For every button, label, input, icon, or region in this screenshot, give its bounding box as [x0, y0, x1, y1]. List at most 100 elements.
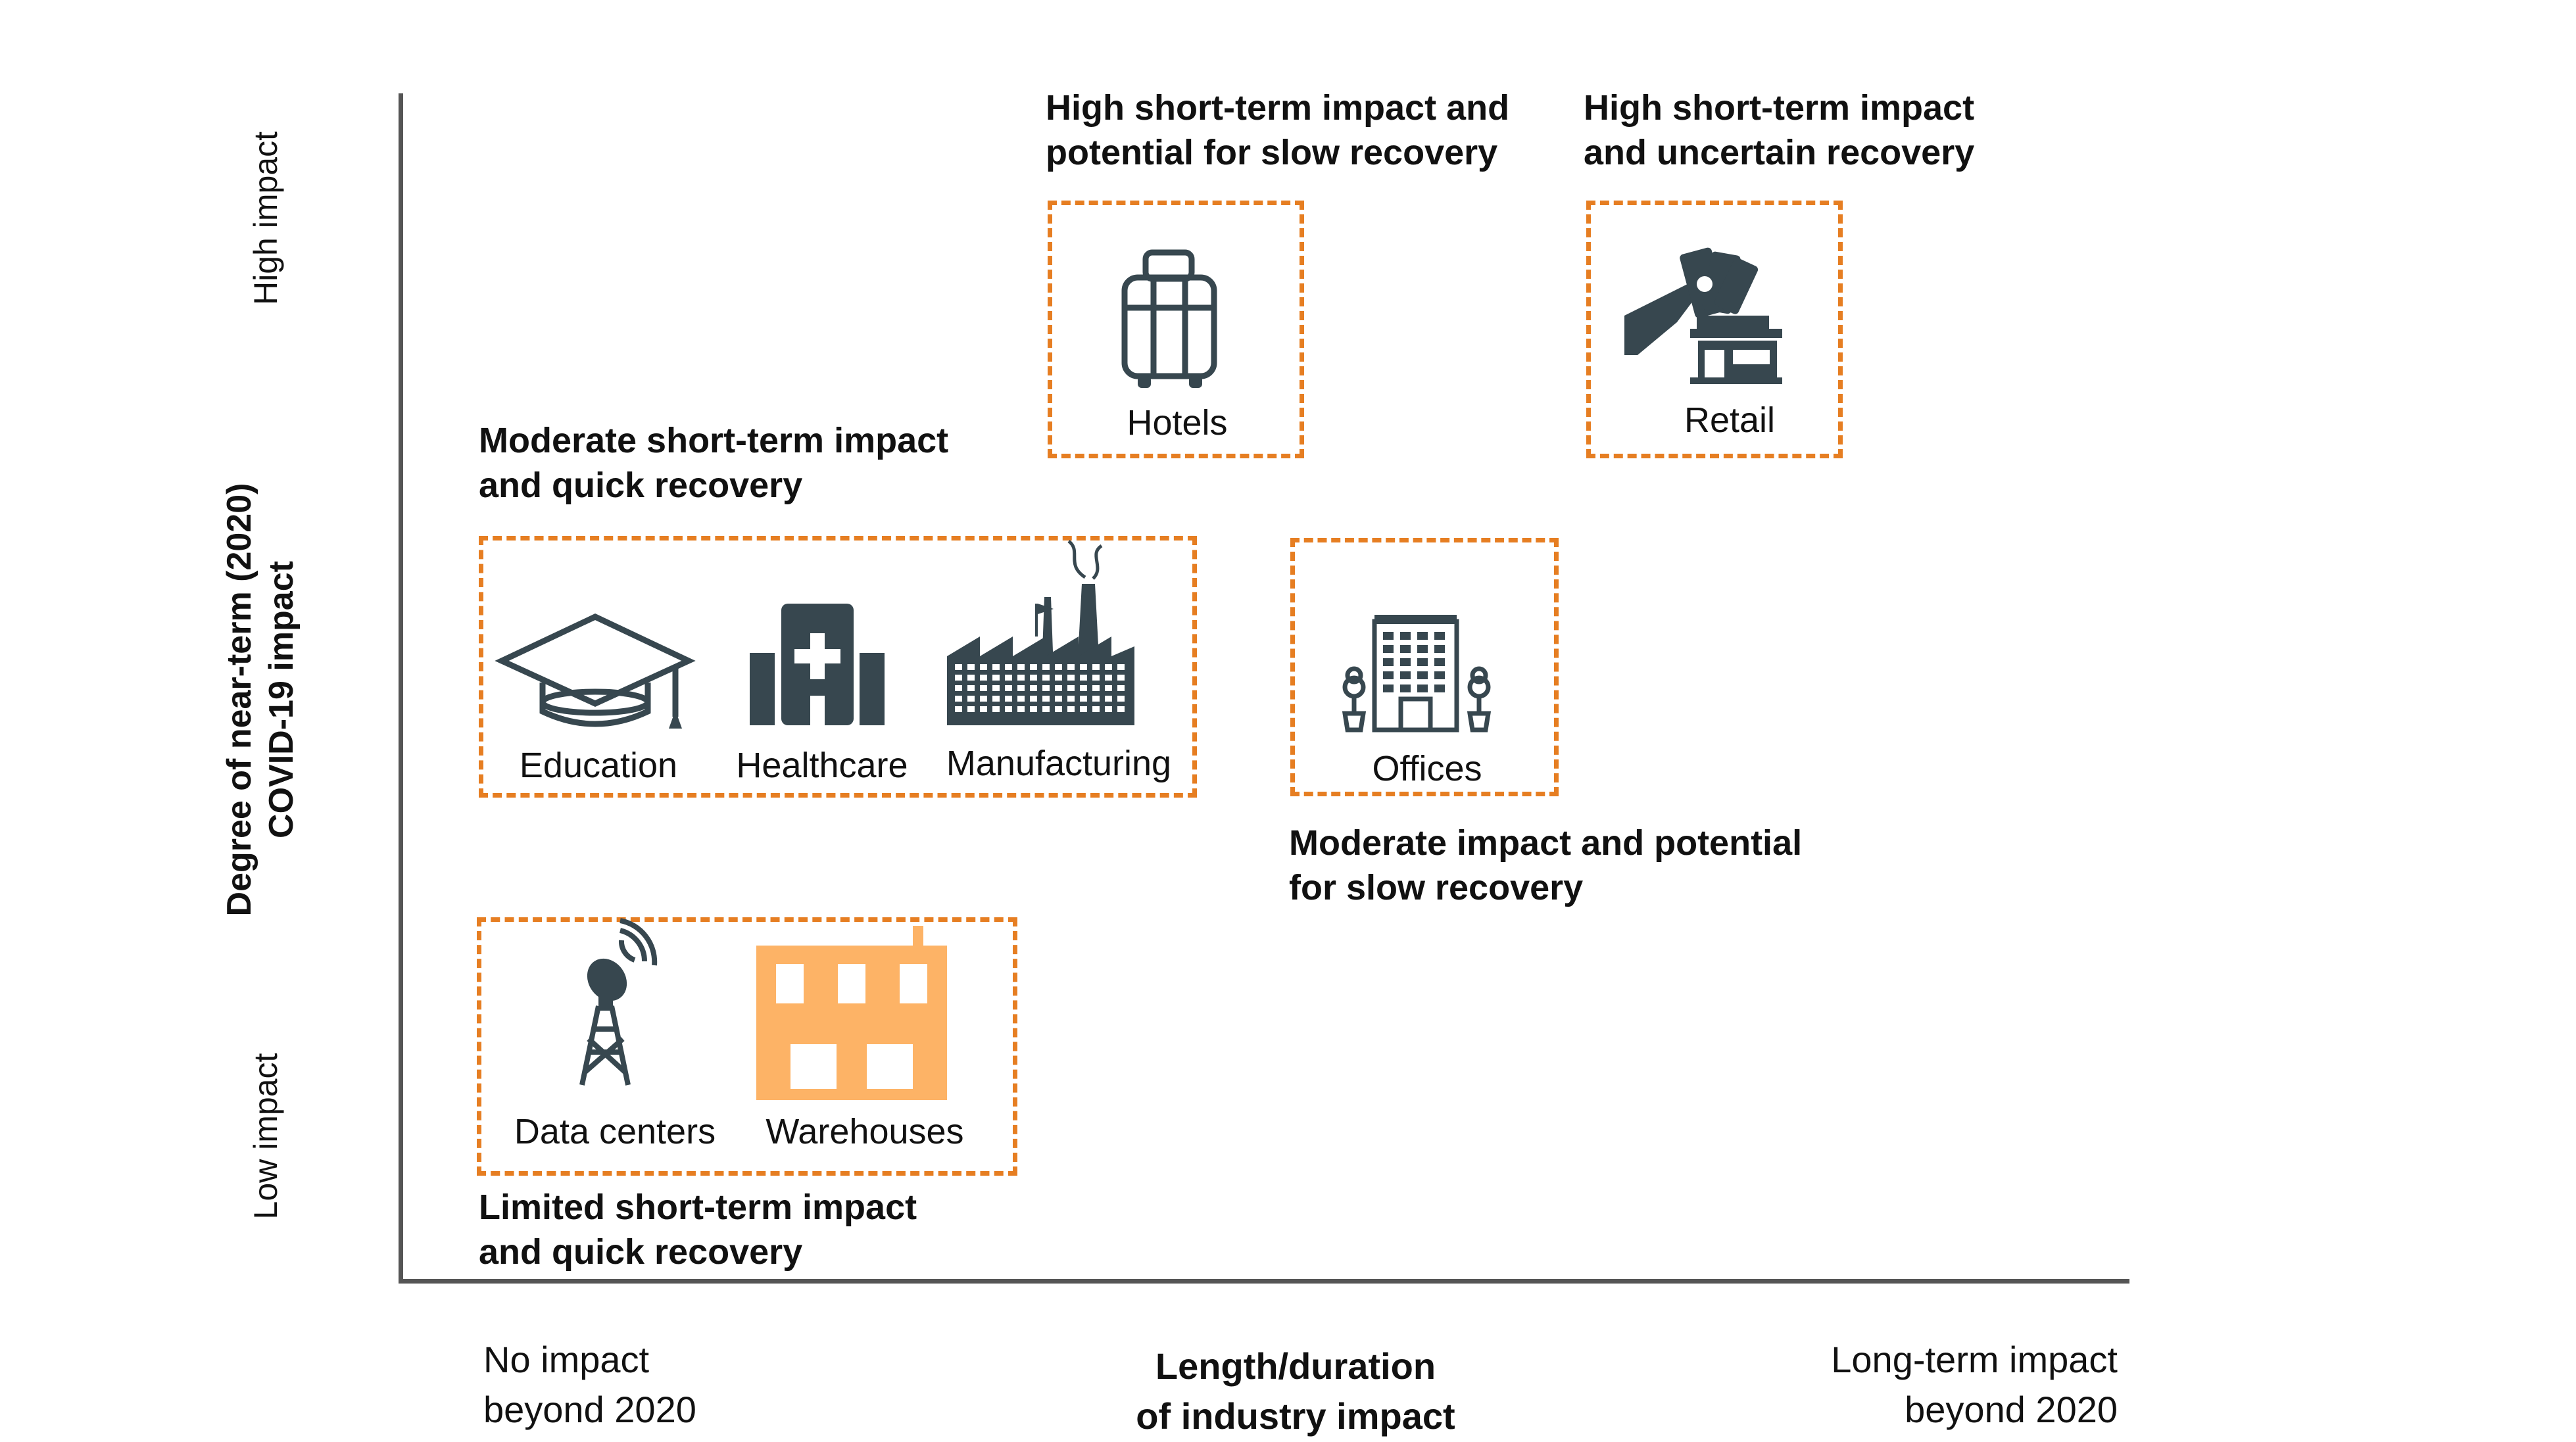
- group-heading-uncertain-line2: and uncertain recovery: [1584, 133, 1975, 172]
- office-building-icon: [1342, 615, 1492, 733]
- factory-window: [980, 685, 987, 691]
- office-window: [1400, 632, 1411, 640]
- factory-window: [992, 685, 1000, 691]
- factory-window: [1055, 664, 1062, 670]
- office-window: [1434, 658, 1445, 666]
- item-label-hotels: Hotels: [1127, 403, 1228, 443]
- factory-window: [1005, 664, 1012, 670]
- x-axis-right-line1: Long-term impact: [1831, 1339, 2118, 1380]
- office-window: [1434, 685, 1445, 692]
- factory-window: [1017, 664, 1025, 670]
- group-heading-quick-line2: and quick recovery: [479, 466, 803, 505]
- factory-window: [955, 706, 962, 712]
- x-axis-right-line2: beyond 2020: [1905, 1389, 2118, 1430]
- graduation-cap-icon: [495, 613, 696, 729]
- group-heading-slow-line2: potential for slow recovery: [1046, 133, 1498, 172]
- factory-window: [1105, 664, 1112, 670]
- x-axis-title-line1: Length/duration: [1155, 1345, 1436, 1387]
- group-heading-limited-line1: Limited short-term impact: [479, 1188, 917, 1227]
- factory-window: [980, 664, 987, 670]
- item-label-data-centers: Data centers: [514, 1112, 716, 1151]
- factory-window: [1117, 696, 1125, 702]
- factory-window: [980, 696, 987, 702]
- factory-window: [992, 706, 1000, 712]
- factory-window: [980, 706, 987, 712]
- item-label-manufacturing: Manufacturing: [946, 744, 1172, 783]
- factory-window: [1005, 675, 1012, 681]
- factory-window: [967, 685, 975, 691]
- box-hotels: [1048, 201, 1304, 458]
- factory-window: [1080, 696, 1087, 702]
- factory-window: [1117, 664, 1125, 670]
- factory-window: [1092, 675, 1100, 681]
- group-heading-moderate-slow-line1: Moderate impact and potential: [1289, 823, 1803, 863]
- factory-window: [955, 664, 962, 670]
- factory-window: [967, 675, 975, 681]
- y-axis-low-label: Low impact: [247, 1053, 284, 1220]
- x-axis-left-label: No impact beyond 2020: [483, 1335, 696, 1435]
- factory-window: [1067, 664, 1075, 670]
- factory-window: [1017, 685, 1025, 691]
- factory-window: [955, 675, 962, 681]
- group-heading-slow: High short-term impact and potential for…: [1046, 85, 1509, 175]
- factory-window: [967, 706, 975, 712]
- factory-window: [967, 664, 975, 670]
- factory-window: [1105, 675, 1112, 681]
- office-window: [1417, 671, 1428, 679]
- box-quick-recovery: [479, 536, 1197, 798]
- x-axis-right-label: Long-term impact beyond 2020: [1736, 1335, 2118, 1435]
- factory-window: [1092, 685, 1100, 691]
- group-heading-limited: Limited short-term impact and quick reco…: [479, 1185, 917, 1274]
- group-heading-moderate-slow: Moderate impact and potential for slow r…: [1289, 821, 1802, 910]
- factory-icon: [947, 540, 1134, 725]
- factory-window: [992, 664, 1000, 670]
- factory-window: [1092, 664, 1100, 670]
- factory-window: [1030, 696, 1037, 702]
- office-window: [1434, 632, 1445, 640]
- office-window: [1417, 632, 1428, 640]
- factory-window: [1017, 706, 1025, 712]
- factory-window: [1067, 685, 1075, 691]
- factory-window: [1117, 685, 1125, 691]
- item-label-retail: Retail: [1684, 400, 1776, 440]
- item-label-education: Education: [519, 746, 678, 785]
- x-axis-left-line1: No impact: [483, 1339, 650, 1380]
- factory-window: [955, 696, 962, 702]
- group-heading-limited-line2: and quick recovery: [479, 1232, 803, 1272]
- office-window: [1434, 671, 1445, 679]
- antenna-tower-icon: [579, 918, 658, 1086]
- factory-window: [1067, 696, 1075, 702]
- office-window: [1417, 645, 1428, 653]
- group-heading-uncertain-line1: High short-term impact: [1584, 88, 1975, 128]
- factory-window: [1117, 706, 1125, 712]
- factory-window: [1080, 675, 1087, 681]
- factory-window: [1017, 696, 1025, 702]
- factory-window: [1030, 706, 1037, 712]
- factory-window: [1055, 685, 1062, 691]
- x-axis-title-line2: of industry impact: [1136, 1395, 1455, 1437]
- factory-window: [1042, 675, 1050, 681]
- factory-window: [1067, 706, 1075, 712]
- box-limited: [477, 917, 1017, 1176]
- y-axis-title: Degree of near-term (2020) COVID-19 impa…: [218, 437, 303, 963]
- factory-window: [1117, 675, 1125, 681]
- factory-window: [1105, 706, 1112, 712]
- item-label-warehouses: Warehouses: [766, 1112, 964, 1151]
- factory-window: [1042, 696, 1050, 702]
- factory-window: [955, 685, 962, 691]
- warehouse-icon: [756, 926, 947, 1100]
- office-window: [1383, 658, 1394, 666]
- y-axis-title-line1: Degree of near-term (2020): [220, 483, 258, 917]
- group-heading-slow-line1: High short-term impact and: [1046, 88, 1510, 128]
- office-window: [1383, 685, 1394, 692]
- office-window: [1400, 645, 1411, 653]
- factory-window: [1067, 675, 1075, 681]
- factory-window: [1042, 664, 1050, 670]
- box-retail: [1586, 201, 1843, 458]
- y-axis-line: [399, 93, 403, 1284]
- factory-window: [1005, 706, 1012, 712]
- hand-money-store-icon: [1624, 247, 1782, 384]
- factory-window: [980, 675, 987, 681]
- factory-window: [992, 675, 1000, 681]
- group-heading-moderate-slow-line2: for slow recovery: [1289, 868, 1584, 907]
